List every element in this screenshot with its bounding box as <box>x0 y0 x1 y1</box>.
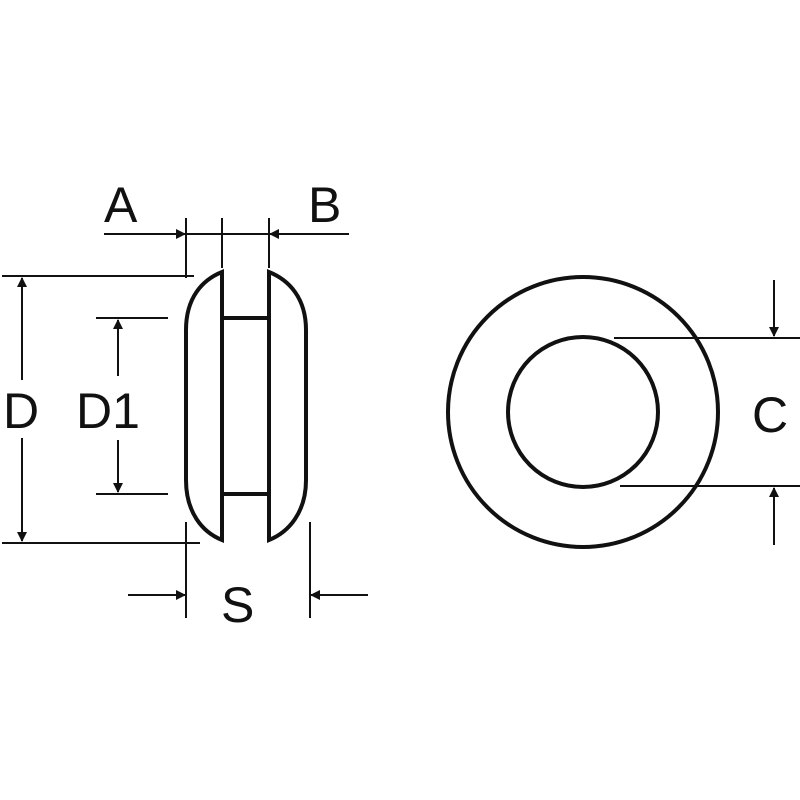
dimension-s: S <box>128 522 368 633</box>
dimension-d1: D1 <box>76 317 168 495</box>
label-a: A <box>104 177 138 233</box>
label-c: C <box>752 387 788 443</box>
dimension-c: C <box>614 280 800 545</box>
grommet-left-flange <box>184 269 224 543</box>
label-d: D <box>3 383 39 439</box>
grommet-outer-circle <box>446 275 720 549</box>
label-s: S <box>221 577 254 633</box>
grommet-inner-circle <box>506 335 660 489</box>
grommet-right-flange <box>267 269 308 543</box>
label-b: B <box>308 177 341 233</box>
dimension-a-b: A B <box>104 177 349 278</box>
grommet-side-view <box>184 269 308 543</box>
dimension-d: D <box>2 275 200 544</box>
label-d1: D1 <box>76 383 140 439</box>
grommet-front-view <box>446 275 720 549</box>
